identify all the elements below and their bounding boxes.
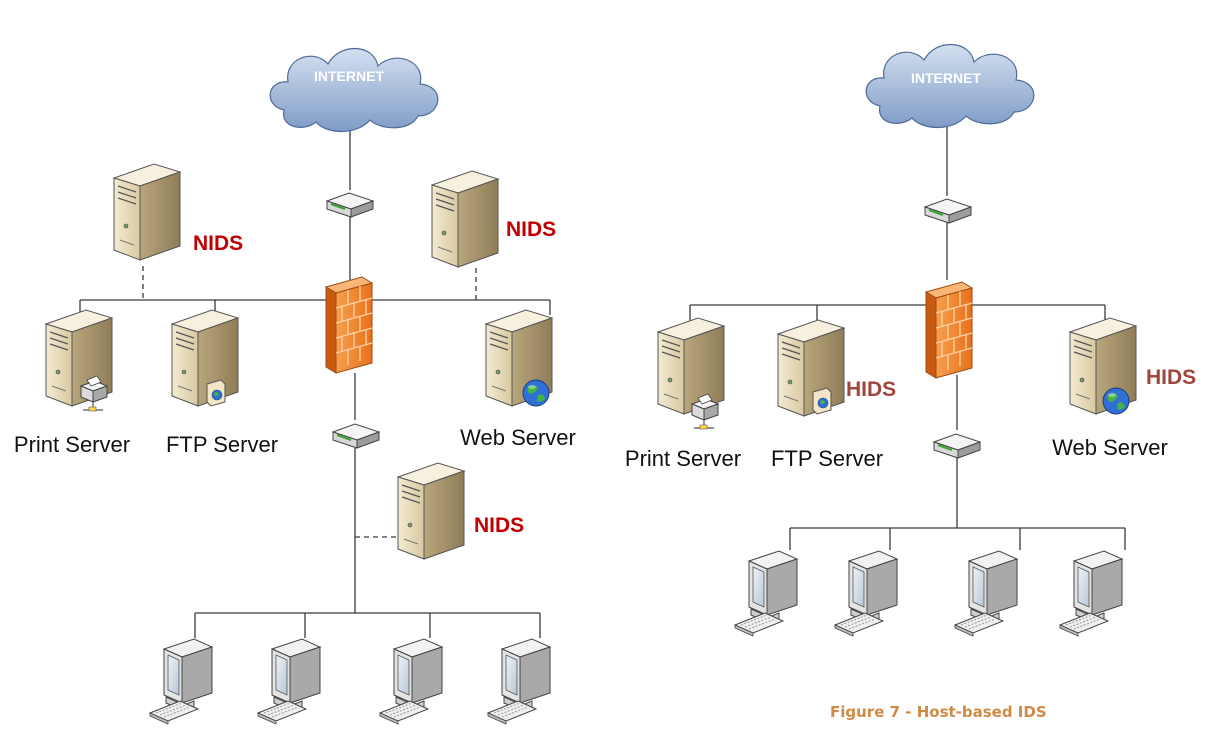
- internet-label: INTERNET: [911, 70, 981, 86]
- globe-icon: [522, 379, 550, 407]
- lan-switch-icon: [933, 433, 981, 459]
- workstation-icon: [834, 550, 898, 637]
- hids-label-ftp: HIDS: [846, 378, 896, 401]
- workstation-icon: [487, 638, 551, 725]
- globe-icon: [1102, 387, 1130, 415]
- nids-label-dmz: NIDS: [506, 218, 556, 241]
- figure-caption: Figure 7 - Host-based IDS: [830, 703, 1047, 721]
- nids-label-left: NIDS: [193, 232, 243, 255]
- nids-sensor-lan-icon: [397, 462, 465, 560]
- wire-dmz-drops: [689, 305, 1106, 322]
- web-server-label: Web Server: [460, 425, 576, 450]
- print-server-icon: [657, 317, 725, 415]
- ftp-server-label: FTP Server: [771, 446, 883, 471]
- workstation-icon: [1059, 550, 1123, 637]
- cloud-icon: [269, 47, 439, 133]
- internet-label: INTERNET: [314, 68, 384, 84]
- wire-lan-drops: [194, 613, 541, 638]
- ftp-server-icon: [777, 319, 845, 417]
- router-icon: [924, 198, 972, 224]
- nids-label-lan: NIDS: [474, 514, 524, 537]
- firewall-icon: [925, 281, 973, 379]
- workstation-icon: [379, 638, 443, 725]
- print-server-label: Print Server: [14, 432, 130, 457]
- ftp-document-icon: [812, 387, 832, 415]
- firewall-icon: [325, 276, 373, 374]
- ftp-document-icon: [206, 379, 226, 407]
- workstation-icon: [954, 550, 1018, 637]
- hids-label-web: HIDS: [1146, 366, 1196, 389]
- workstation-icon: [734, 550, 798, 637]
- nids-sensor-left-icon: [113, 163, 181, 261]
- wire-lan-drops: [789, 528, 1126, 550]
- wire-dmz-drops: [79, 300, 551, 315]
- ftp-server-label: FTP Server: [166, 432, 278, 457]
- nids-network-diagram: INTERNET NIDS NIDS NIDS Print Server FTP…: [14, 47, 576, 725]
- ftp-server-icon: [171, 309, 239, 407]
- lan-switch-icon: [332, 423, 380, 449]
- nids-sensor-dmz-icon: [431, 170, 499, 268]
- workstation-icon: [257, 638, 321, 725]
- router-icon: [326, 192, 374, 218]
- hids-network-diagram: INTERNET Print Server HIDS FTP Server HI…: [625, 43, 1196, 721]
- web-server-label: Web Server: [1052, 435, 1168, 460]
- workstation-icon: [149, 638, 213, 725]
- print-server-label: Print Server: [625, 446, 741, 471]
